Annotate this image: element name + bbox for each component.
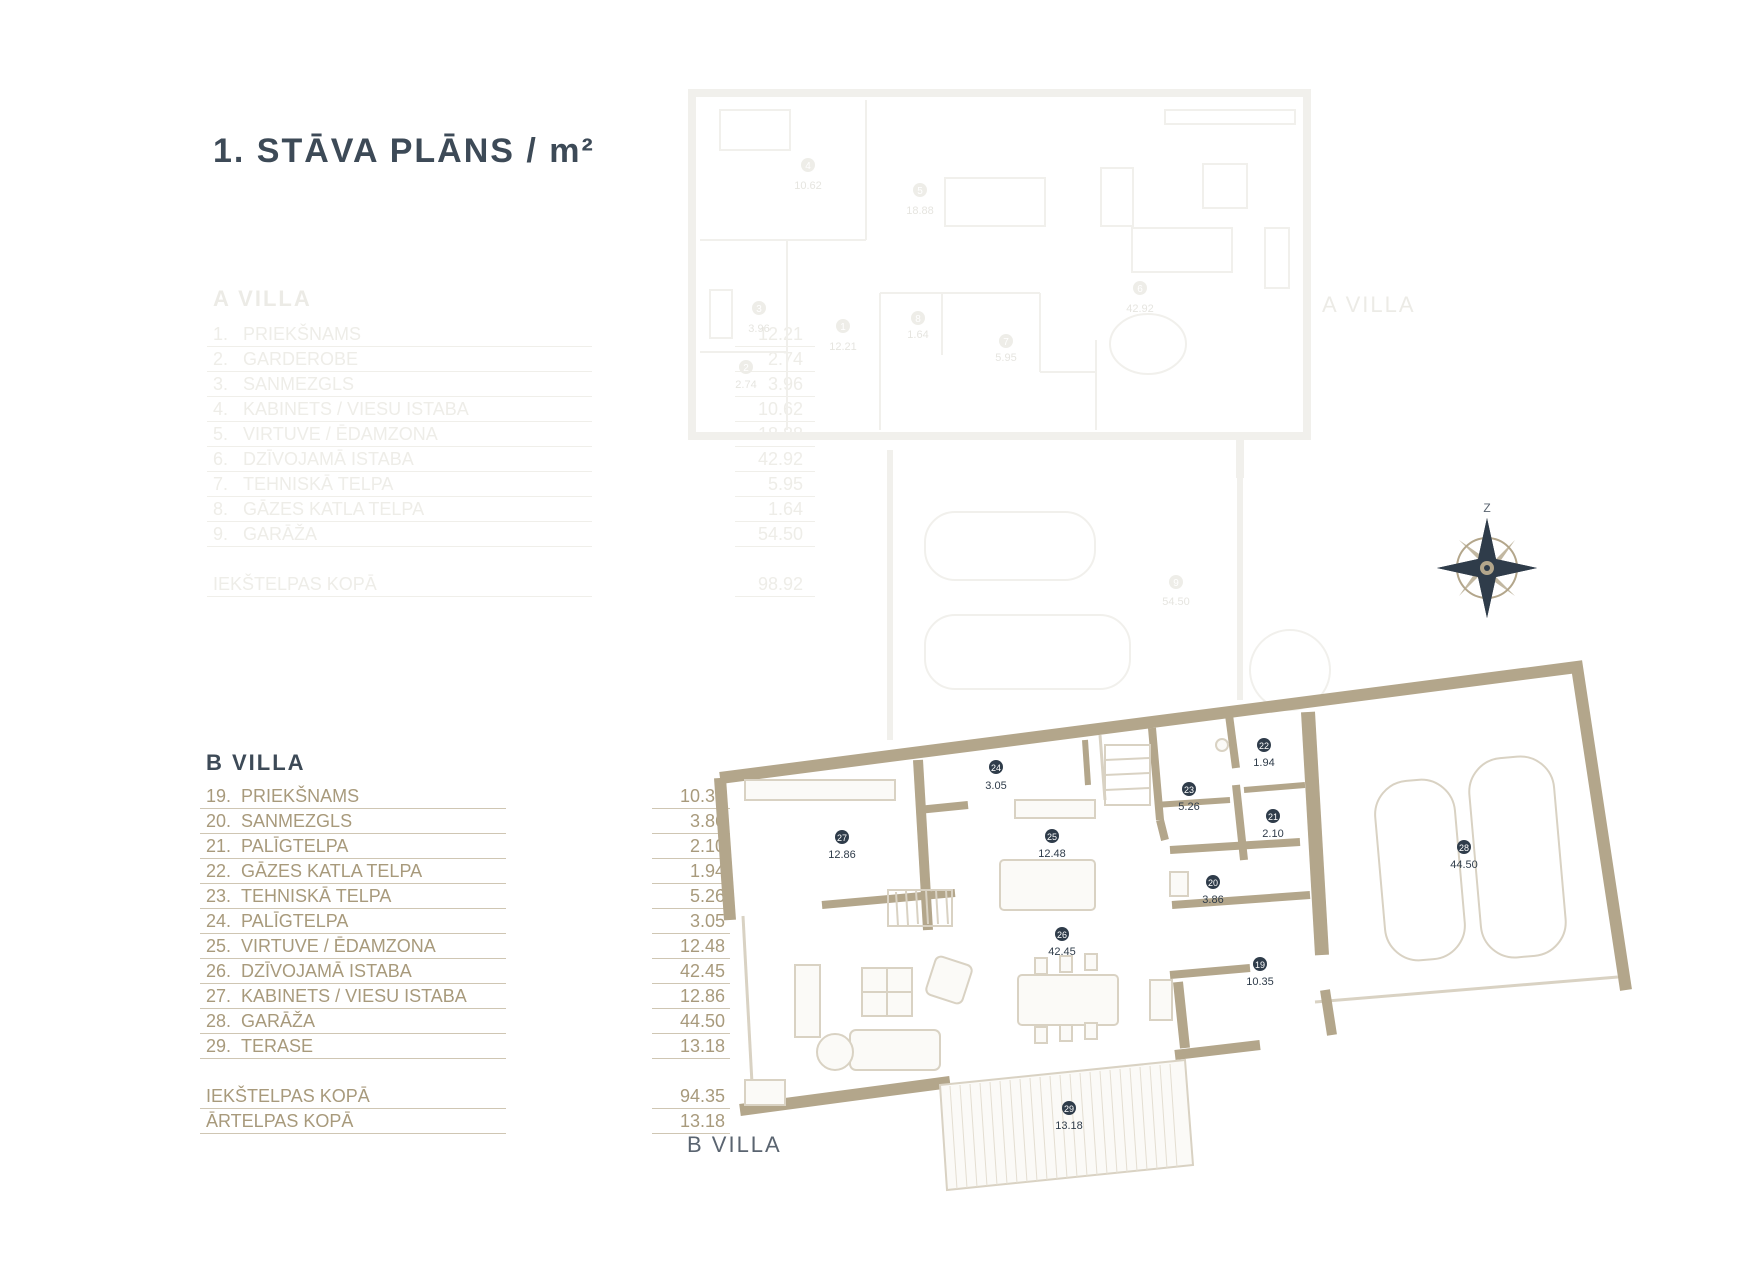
room-marker: 28 [1459, 843, 1469, 853]
villa-b-plan [714, 660, 1632, 1192]
room-name: 3. SANMEZGLS [213, 374, 355, 394]
room-marker: 19 [1255, 960, 1265, 970]
room-area: 3.86 [689, 811, 725, 831]
room-area-label: 5.95 [995, 352, 1016, 364]
room-name: 7. TEHNISKĀ TELPA [213, 474, 394, 494]
room-name: 20. SANMEZGLS [206, 811, 353, 831]
total-value: 94.35 [679, 1086, 725, 1106]
room-area-label: 42.92 [1126, 303, 1154, 315]
room-name: 19. PRIEKŠNAMS [206, 786, 360, 806]
room-area-label: 3.86 [1202, 894, 1223, 906]
room-marker: 29 [1064, 1104, 1074, 1114]
room-area: 42.92 [757, 449, 803, 469]
room-name: 9. GARĀŽA [213, 524, 318, 544]
room-area: 3.96 [767, 374, 803, 394]
room-area: 13.18 [679, 1036, 725, 1056]
room-area: 12.86 [679, 986, 725, 1006]
room-area-label: 5.26 [1178, 801, 1199, 813]
page-title: 1. STĀVA PLĀNS / m² [213, 132, 595, 170]
room-area: 12.21 [757, 324, 803, 344]
room-area-label: 2.10 [1262, 828, 1283, 840]
room-area-label: 42.45 [1048, 946, 1076, 958]
room-name: 28. GARĀŽA [206, 1011, 316, 1031]
room-marker: 4 [805, 161, 811, 172]
villa-b-heading: B VILLA [206, 750, 306, 775]
total-label: IEKŠTELPAS KOPĀ [206, 1086, 370, 1106]
room-area-label: 18.88 [906, 205, 934, 217]
villa-b-room-markers: 24 3.05 22 1.94 27 12.86 25 12.48 23 5.26 21 2… [828, 738, 1478, 1132]
room-name: 6. DZĪVOJAMĀ ISTABA [213, 449, 414, 469]
room-area-label: 3.05 [985, 780, 1006, 792]
room-name: 22. GĀZES KATLA TELPA [206, 861, 423, 881]
room-marker: 7 [1003, 337, 1009, 348]
room-name: 26. DZĪVOJAMĀ ISTABA [206, 961, 412, 981]
room-marker: 22 [1259, 741, 1269, 751]
room-name: 24. PALĪGTELPA [206, 911, 349, 931]
room-marker: 27 [837, 833, 847, 843]
room-marker: 5 [917, 186, 923, 197]
room-marker: 8 [915, 314, 921, 325]
room-name: 2. GARDEROBE [213, 349, 359, 369]
room-area-label: 3.96 [748, 323, 769, 335]
room-area-label: 10.35 [1246, 976, 1274, 988]
total-value: 13.18 [679, 1111, 725, 1131]
room-marker: 2 [743, 363, 749, 374]
room-area: 44.50 [679, 1011, 725, 1031]
total-value: 98.92 [757, 574, 803, 594]
room-area-label: 1.64 [907, 329, 928, 341]
room-area: 2.74 [767, 349, 803, 369]
total-label: ĀRTELPAS KOPĀ [206, 1111, 354, 1131]
villa-b-plan-label: B VILLA [687, 1132, 782, 1157]
room-area-label: 1.94 [1253, 757, 1274, 769]
room-name: 5. VIRTUVE / ĒDAMZONA [213, 424, 438, 444]
room-marker: 25 [1047, 832, 1057, 842]
room-marker: 1 [840, 322, 846, 333]
room-area-label: 13.18 [1055, 1120, 1083, 1132]
room-area-label: 54.50 [1162, 596, 1190, 608]
room-name: 1. PRIEKŠNAMS [213, 324, 362, 344]
villa-a-plan-label: A VILLA [1322, 292, 1416, 317]
room-name: 8. GĀZES KATLA TELPA [213, 499, 425, 519]
room-area: 1.94 [689, 861, 725, 881]
room-marker: 6 [1137, 284, 1143, 295]
room-area: 12.48 [679, 936, 725, 956]
compass-rose-icon: Z [1437, 501, 1537, 618]
room-area-label: 10.62 [794, 180, 822, 192]
room-area-label: 12.86 [828, 849, 856, 861]
villa-a-plan [688, 89, 1331, 740]
room-marker: 23 [1184, 785, 1194, 795]
room-area: 3.05 [689, 911, 725, 931]
room-marker: 21 [1268, 812, 1278, 822]
room-name: 21. PALĪGTELPA [206, 836, 349, 856]
room-area: 2.10 [689, 836, 725, 856]
room-marker: 3 [756, 304, 762, 315]
room-area: 42.45 [679, 961, 725, 981]
room-marker: 26 [1057, 930, 1067, 940]
villa-a-room-markers: 410.62 518.88 642.92 33.96 112.21 81.64 … [735, 158, 1190, 608]
room-name: 4. KABINETS / VIESU ISTABA [213, 399, 469, 419]
room-name: 25. VIRTUVE / ĒDAMZONA [206, 936, 436, 956]
room-area: 1.64 [767, 499, 803, 519]
room-area-label: 12.48 [1038, 848, 1066, 860]
room-area: 54.50 [757, 524, 803, 544]
room-area: 10.35 [679, 786, 725, 806]
room-marker: 24 [991, 763, 1001, 773]
room-name: 23. TEHNISKĀ TELPA [206, 886, 392, 906]
room-area: 5.26 [689, 886, 725, 906]
total-label: IEKŠTELPAS KOPĀ [213, 574, 377, 594]
room-name: 27. KABINETS / VIESU ISTABA [206, 986, 467, 1006]
room-area: 5.95 [767, 474, 803, 494]
room-area: 10.62 [757, 399, 803, 419]
room-marker: 20 [1208, 878, 1218, 888]
car-icon [1374, 755, 1567, 962]
room-name: 29. TERASE [206, 1036, 314, 1056]
room-area-label: 2.74 [735, 379, 756, 391]
room-area-label: 12.21 [829, 341, 857, 353]
compass-north-label: Z [1483, 501, 1490, 515]
room-marker: 9 [1173, 578, 1179, 589]
villa-a-heading: A VILLA [213, 286, 312, 311]
room-area-label: 44.50 [1450, 859, 1478, 871]
